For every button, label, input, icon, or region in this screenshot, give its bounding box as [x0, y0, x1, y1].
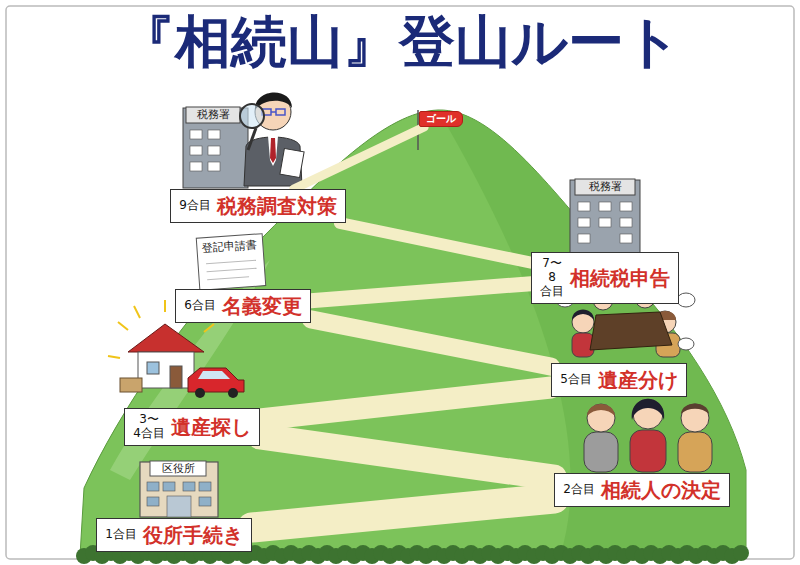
- inspector-shirt: [268, 136, 278, 166]
- car-wheel: [195, 388, 205, 398]
- goal-flag: ゴール: [419, 111, 463, 127]
- house-roof: [128, 324, 204, 352]
- building-windows: [578, 202, 632, 243]
- person-body: [630, 430, 666, 472]
- route-road: [252, 498, 554, 527]
- building-wall: [570, 180, 640, 262]
- house-door: [170, 366, 182, 388]
- station-number: 1合目: [105, 528, 137, 542]
- document-sheet: [196, 234, 265, 290]
- station-box: 9合目税務調査対策: [170, 189, 346, 223]
- building-sign-text: 税務署: [197, 109, 230, 121]
- inspector-glasses: [262, 109, 285, 115]
- station-number: 5合目: [560, 373, 592, 387]
- building-wall: [140, 462, 218, 517]
- station-box: 3〜 4合目遺産探し: [124, 408, 260, 446]
- mountain-shade: [438, 110, 746, 556]
- registration-document: [196, 234, 265, 290]
- magnifier-handle: [248, 128, 256, 150]
- station-number: 7〜8 合目: [540, 257, 564, 298]
- station-box: 7〜8 合目相続税申告: [531, 252, 679, 303]
- clipboard: [280, 148, 304, 177]
- person-hair: [681, 404, 709, 415]
- person-head: [587, 404, 615, 432]
- building-sign-text: 区役所: [162, 463, 195, 475]
- diagram-title: 『相続山』登山ルート: [0, 8, 800, 75]
- house-window: [147, 362, 159, 374]
- station-title: 遺産分け: [598, 368, 678, 392]
- station-box: 2合目相続人の決定: [554, 473, 730, 507]
- station-title: 相続税申告: [570, 266, 670, 290]
- station-box: 5合目遺産分け: [551, 363, 687, 397]
- station-number: 3〜 4合目: [133, 413, 165, 441]
- mountain-body: [80, 110, 746, 556]
- station-box: 6合目名義変更: [175, 289, 311, 323]
- document-lines: [206, 260, 257, 279]
- people-heirs: [584, 399, 712, 472]
- station-title: 税務調査対策: [217, 194, 337, 218]
- car-body: [188, 368, 244, 392]
- building-sign: [575, 179, 635, 195]
- building-windows: [190, 130, 220, 171]
- ward-office-building: [140, 461, 218, 517]
- person-head: [681, 404, 709, 432]
- person-body: [584, 432, 618, 472]
- magnifier-lens: [240, 104, 264, 128]
- station-title: 相続人の決定: [601, 478, 721, 502]
- flag-text: ゴール: [426, 113, 456, 125]
- tax-office-right: [570, 179, 640, 262]
- station-title: 名義変更: [222, 294, 302, 318]
- building-sign: [186, 107, 240, 123]
- person-hair: [632, 399, 665, 420]
- page-frame: [6, 6, 794, 559]
- building-sign-text: 税務署: [589, 181, 622, 193]
- mountain: [76, 110, 749, 564]
- car-window: [198, 371, 230, 379]
- route-road: [311, 319, 551, 366]
- tax-inspector: [240, 92, 304, 186]
- route-road: [311, 284, 531, 301]
- station-box: 1合目役所手続き: [96, 518, 252, 552]
- house-wall: [138, 352, 194, 388]
- building-sign: [150, 461, 206, 476]
- person-body: [678, 432, 712, 472]
- route-road: [340, 223, 531, 263]
- station-title: 役所手続き: [143, 523, 243, 547]
- route-road: [294, 127, 424, 189]
- station-number: 6合目: [184, 299, 216, 313]
- car-wheel: [228, 388, 238, 398]
- person-hair: [587, 404, 615, 416]
- station-title: 遺産探し: [171, 415, 251, 439]
- route-road: [260, 436, 554, 477]
- inspector-tie: [270, 138, 276, 163]
- parcel-box: [120, 378, 142, 392]
- building-wall: [183, 108, 248, 188]
- tax-office-left: [183, 107, 248, 188]
- table: [590, 312, 672, 350]
- route-road: [260, 387, 551, 419]
- station-number: 9合目: [179, 199, 211, 213]
- bush-bump: [733, 545, 749, 561]
- station-number: 2合目: [563, 483, 595, 497]
- building-windows: [147, 482, 211, 517]
